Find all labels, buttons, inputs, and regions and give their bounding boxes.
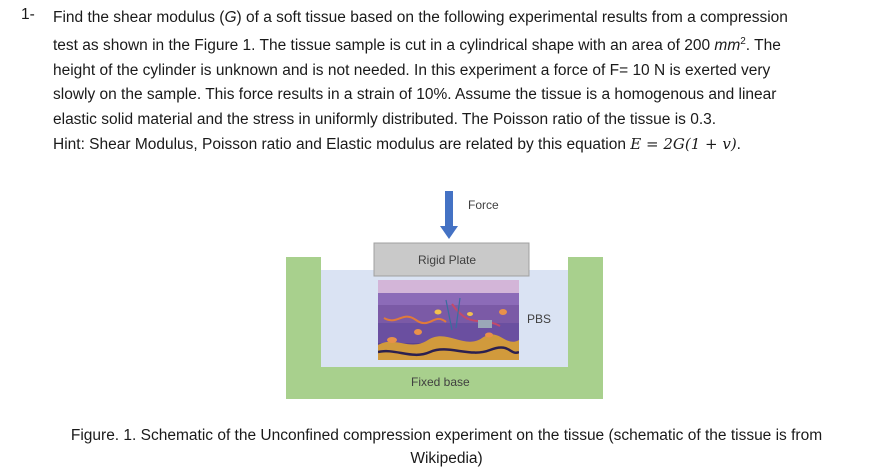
symbol-g: G: [224, 9, 237, 26]
hint-equation: E = 2G(1 + v): [630, 135, 737, 154]
force-arrow-head: [440, 226, 458, 239]
question-line-1: Find the shear modulus (G) of a soft tis…: [53, 9, 788, 26]
unit-mm: mm: [714, 37, 741, 55]
container-well: [286, 257, 603, 399]
question-line-5: elastic solid material and the stress in…: [53, 110, 717, 128]
force-arrow-shaft: [445, 191, 453, 226]
figure-caption: Figure. 1. Schematic of the Unconfined c…: [0, 425, 893, 470]
tissue-sample: [378, 280, 519, 360]
pbs-label: PBS: [527, 312, 552, 326]
fixed-base-label: Fixed base: [411, 375, 470, 389]
caption-line-1: Figure. 1. Schematic of the Unconfined c…: [70, 427, 823, 444]
question-text: Find the shear modulus (G) of a soft tis…: [53, 6, 883, 158]
unit-exponent: 2: [740, 36, 746, 48]
force-label: Force: [468, 198, 499, 212]
question-line-3: height of the cylinder is unknown and is…: [53, 61, 771, 79]
question-line-4: slowly on the sample. This force results…: [53, 86, 777, 104]
rigid-plate: [373, 242, 530, 277]
question-line-2: test as shown in the Figure 1. The tissu…: [53, 36, 781, 55]
rigid-plate-label: Rigid Plate: [418, 253, 477, 267]
caption-line-2: Wikipedia): [410, 449, 483, 467]
question-number: 1-: [21, 6, 35, 23]
question-line-6: Hint: Shear Modulus, Poisson ratio and E…: [53, 135, 741, 154]
